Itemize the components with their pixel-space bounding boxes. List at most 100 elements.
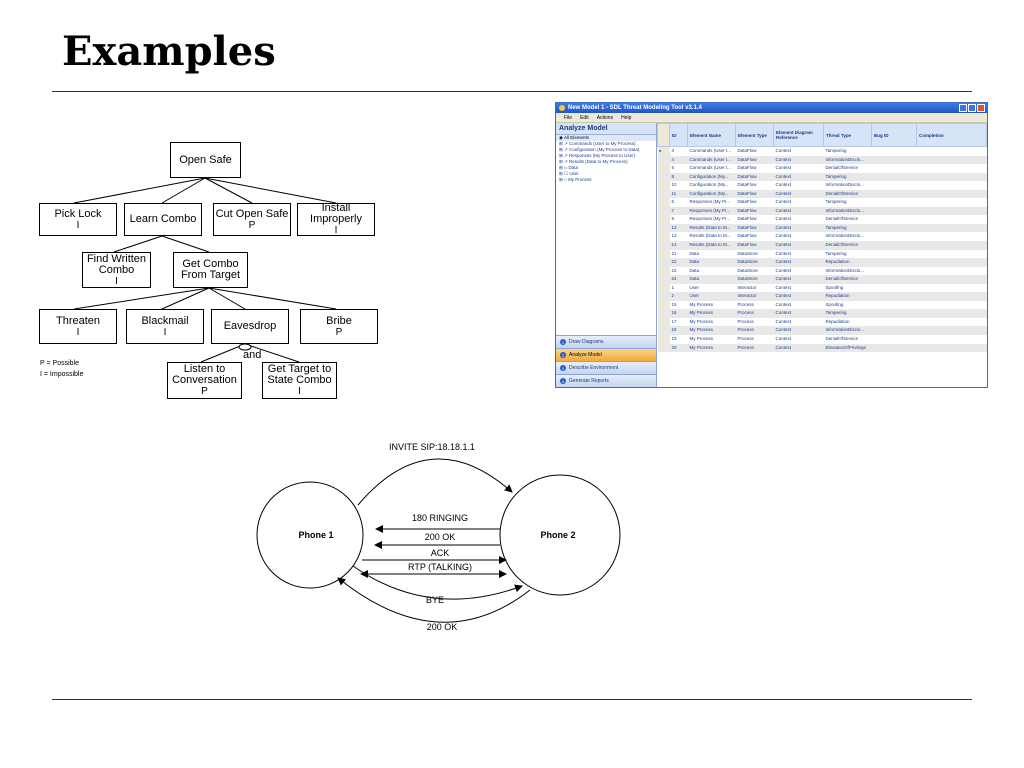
- node-mark: I: [163, 326, 167, 338]
- invite-arrow: [357, 458, 513, 506]
- table-cell: [916, 275, 987, 284]
- table-cell: Tampering: [823, 172, 872, 182]
- tree-item-results[interactable]: ⊞ ↗ Results (Data to My Process): [559, 159, 628, 164]
- tree-node-eavesdrop: Eavesdrop: [211, 309, 289, 344]
- column-header[interactable]: Threat Type: [823, 123, 872, 147]
- column-header[interactable]: ID: [669, 123, 688, 147]
- row-selector[interactable]: [657, 326, 670, 336]
- table-cell: InformationDisclo...: [823, 326, 872, 336]
- column-header[interactable]: Completion: [916, 123, 987, 147]
- table-cell: DataFlow: [737, 182, 757, 188]
- table-cell: [872, 164, 917, 173]
- row-selector[interactable]: [657, 283, 670, 293]
- column-header[interactable]: Element Diagram Reference: [773, 123, 824, 147]
- tree-item-user[interactable]: ⊞ ☐ User: [559, 171, 579, 176]
- row-selector[interactable]: [657, 223, 670, 233]
- table-cell: [871, 292, 917, 301]
- row-selector[interactable]: [657, 249, 670, 259]
- table-cell: DataFlow: [737, 199, 757, 205]
- close-icon[interactable]: [977, 104, 985, 112]
- row-selector[interactable]: [657, 241, 670, 250]
- menu-actions[interactable]: Actions: [596, 114, 614, 121]
- tree-node-open-safe: Open Safe: [170, 142, 241, 178]
- column-header[interactable]: Bug ID: [871, 123, 917, 147]
- menu-help[interactable]: Help: [621, 114, 632, 121]
- minimize-icon[interactable]: [959, 104, 967, 112]
- row-selector[interactable]: [657, 335, 670, 344]
- tree-item-commands[interactable]: ⊞ ↗ Commands (User to My Process): [559, 141, 636, 146]
- row-selector[interactable]: [657, 275, 670, 284]
- row-selector[interactable]: [657, 292, 670, 301]
- row-selector[interactable]: [657, 181, 670, 190]
- tree-item-configuration[interactable]: ⊞ ↗ Configuration (My Process to Data): [559, 147, 640, 152]
- row-selector[interactable]: [657, 300, 670, 310]
- tree-item-all-elements[interactable]: ◉ All Elements: [556, 135, 656, 141]
- row-selector[interactable]: [657, 172, 670, 182]
- tree-item-responses[interactable]: ⊞ ↗ Responses (My Process to User): [559, 153, 636, 158]
- table-cell: Data: [689, 267, 700, 273]
- row-selector[interactable]: [657, 215, 670, 224]
- column-header[interactable]: Element Name: [687, 123, 736, 147]
- row-selector[interactable]: [657, 155, 670, 165]
- row-selector[interactable]: [657, 206, 670, 216]
- table-cell: InformationDisclo...: [825, 267, 865, 273]
- table-cell: [917, 181, 987, 190]
- row-selector[interactable]: [657, 189, 670, 199]
- table-cell: [917, 318, 987, 327]
- row-selector[interactable]: [657, 258, 670, 267]
- table-cell: Context: [773, 343, 824, 353]
- row-selector[interactable]: [657, 164, 670, 173]
- row-selector[interactable]: [657, 198, 670, 207]
- row-selector[interactable]: [657, 309, 670, 318]
- menu-edit[interactable]: Edit: [580, 114, 589, 121]
- row-selector[interactable]: [657, 343, 670, 353]
- table-cell: [917, 232, 987, 241]
- table-cell: [916, 172, 987, 182]
- nav-label: Draw Diagrams: [569, 339, 604, 345]
- row-selector[interactable]: ▸: [657, 146, 670, 156]
- table-cell: [872, 215, 917, 224]
- column-header[interactable]: Element Type: [735, 123, 774, 147]
- row-selector[interactable]: [657, 232, 670, 242]
- table-cell: [916, 292, 987, 301]
- tree-item-my-process[interactable]: ⊞ ○ My Process: [559, 177, 592, 182]
- row-selector[interactable]: [657, 317, 670, 327]
- row-selector[interactable]: [657, 266, 670, 276]
- table-cell: Commands (User t...: [687, 155, 736, 165]
- tree-item-data[interactable]: ⊞ ═ Data: [559, 165, 578, 170]
- menu-file[interactable]: File: [564, 114, 573, 121]
- maximize-icon[interactable]: [968, 104, 976, 112]
- menu-bar: File Edit Actions Help: [556, 113, 987, 123]
- table-cell: [872, 147, 917, 156]
- bottom-divider: [52, 699, 972, 700]
- table-cell: [871, 189, 917, 199]
